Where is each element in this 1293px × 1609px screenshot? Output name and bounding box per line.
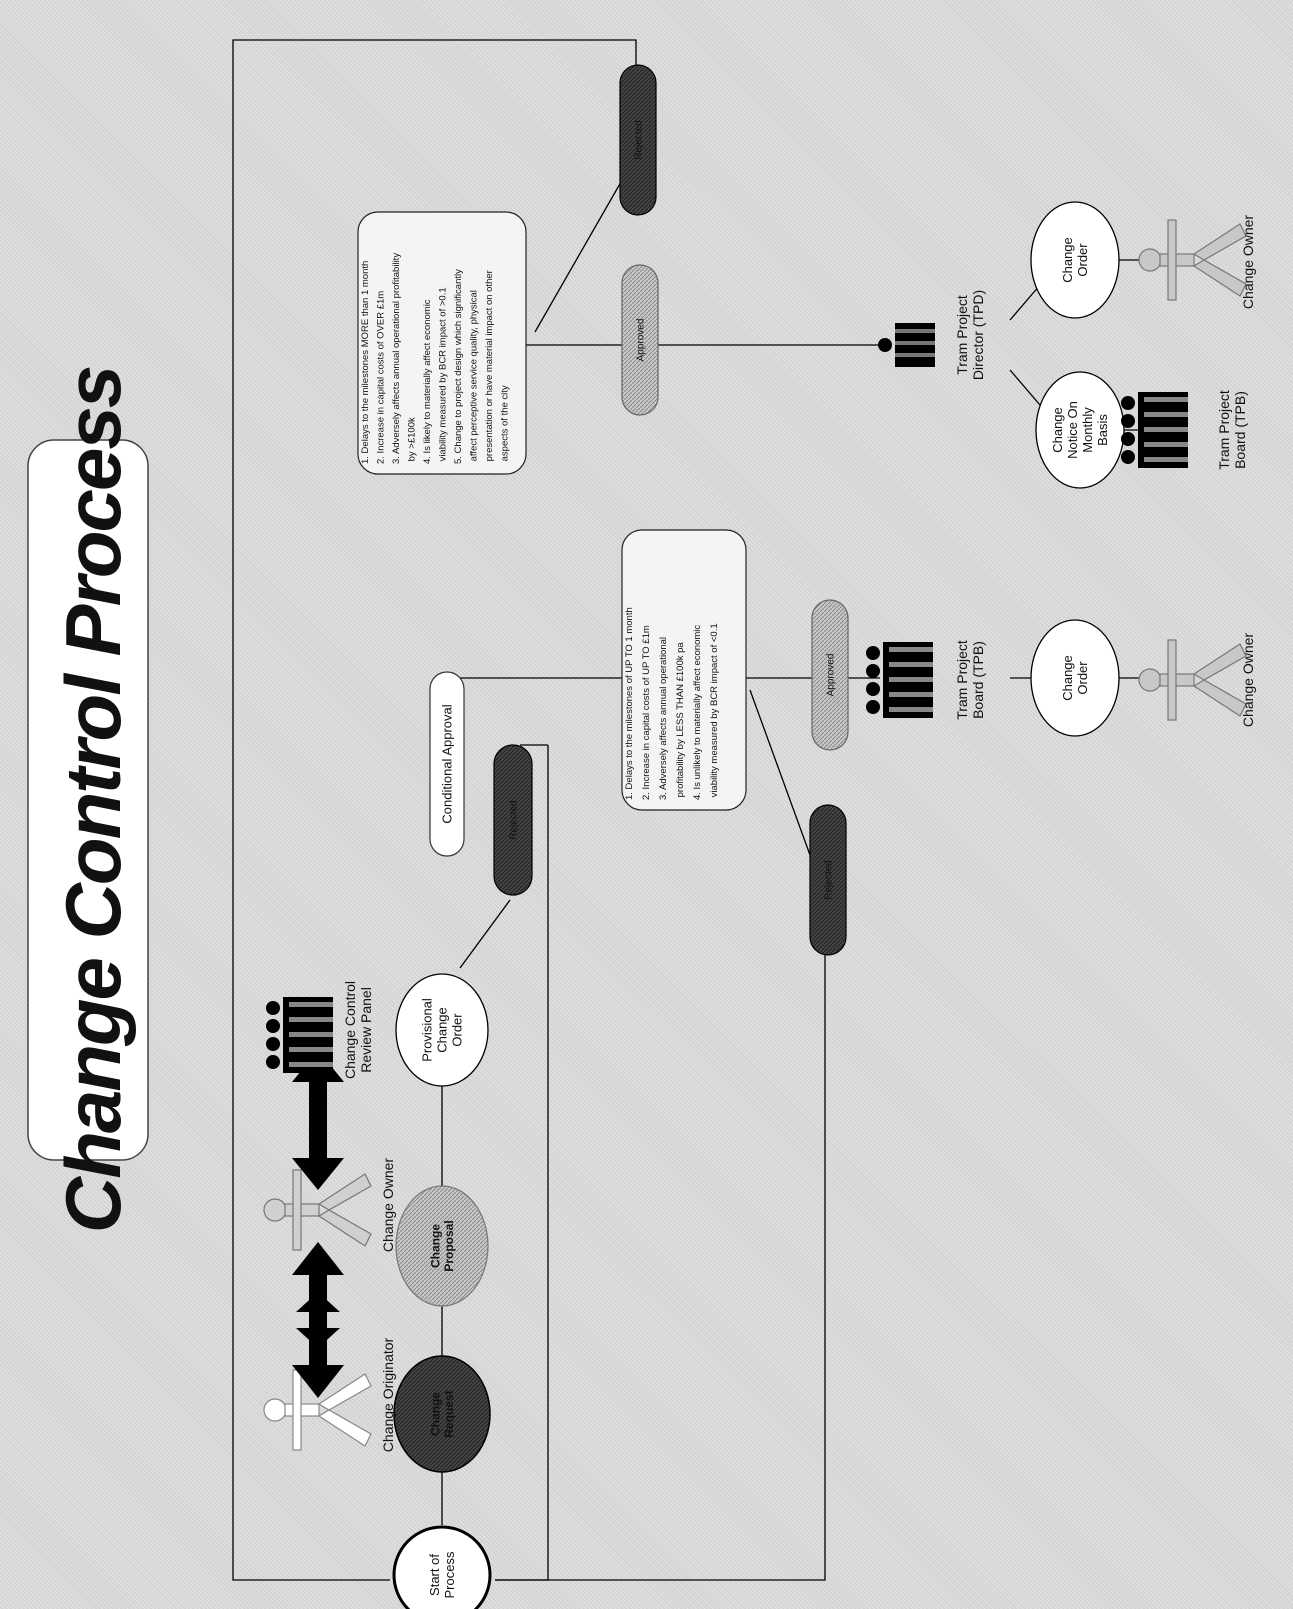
actor-label-tram-project-director: Tram ProjectDirector (TPD) — [954, 290, 986, 380]
criteria-box-tpd: 1. Delays to the milestones MORE than 1 … — [357, 211, 527, 475]
change-notice-node: ChangeNotice OnMonthlyBasis — [1035, 371, 1125, 489]
svg-text:ChangeProposal: ChangeProposal — [428, 1220, 456, 1271]
svg-text:Change Originator: Change Originator — [380, 1337, 396, 1452]
rejected-pill-2: Rejected — [809, 804, 847, 956]
actor-label-change-owner-top: Change Owner — [380, 1158, 396, 1253]
change-order-node-tpd: ChangeOrder — [1030, 201, 1120, 319]
person-icon-change-owner-2 — [1138, 219, 1247, 301]
svg-text:Rejected: Rejected — [634, 120, 645, 159]
criteria-line: 2. Increase in capital costs of OVER £1m — [376, 291, 387, 464]
svg-text:Approved: Approved — [636, 319, 647, 362]
criteria-line: aspects of the city — [500, 385, 511, 464]
start-node: Start ofProcess — [392, 1525, 492, 1609]
change-order-label-tpb: ChangeOrder — [1060, 655, 1090, 701]
change-order-node-tpb: ChangeOrder — [1030, 619, 1120, 737]
actor-label-review-panel: Change ControlReview Panel — [342, 981, 374, 1079]
provisional-change-order-label: ProvisionalChangeOrder — [420, 998, 465, 1062]
actor-label-change-owner-1: Change Owner — [1240, 633, 1256, 728]
criteria-line: presentation or have material impact on … — [484, 270, 495, 464]
svg-text:Change ControlReview Panel: Change ControlReview Panel — [342, 981, 374, 1079]
actor-label-change-originator: Change Originator — [380, 1337, 396, 1452]
criteria-line: 3. Adversely affects annual operational — [658, 637, 669, 800]
group-icon-tram-project-board-1 — [866, 642, 933, 718]
criteria-line: by >£100k — [407, 417, 418, 464]
criteria-line: 4. Is unlikely to materially affect econ… — [692, 625, 703, 800]
svg-text:1. Delays to the milestones MO: 1. Delays to the milestones MORE than 1 … — [360, 253, 511, 464]
svg-text:Rejected: Rejected — [509, 800, 520, 839]
svg-text:Tram ProjectDirector (TPD): Tram ProjectDirector (TPD) — [954, 290, 986, 380]
svg-text:Tram ProjectBoard (TPB): Tram ProjectBoard (TPB) — [1216, 390, 1248, 470]
criteria-line: 2. Increase in capital costs of UP TO £1… — [641, 625, 652, 800]
svg-text:Rejected: Rejected — [824, 860, 835, 899]
approved-pill-1: Approved — [811, 599, 849, 751]
approved-label-2: Approved — [636, 319, 647, 362]
conditional-approval-label: Conditional Approval — [440, 704, 455, 823]
change-proposal-label: ChangeProposal — [428, 1220, 456, 1271]
group-icon-review-panel — [266, 997, 333, 1073]
criteria-line: 4. Is likely to materially affect econom… — [422, 299, 433, 464]
criteria-line: viability measured by BCR impact of >0.1 — [438, 287, 449, 464]
conditional-approval-pill: Conditional Approval — [429, 671, 465, 857]
provisional-change-order-node: ProvisionalChangeOrder — [395, 973, 489, 1087]
page-title: Change Control Process — [49, 367, 137, 1233]
person-icon-change-owner-1 — [1138, 639, 1247, 721]
approved-label-1: Approved — [826, 654, 837, 697]
change-request-label: ChangeRequest — [428, 1390, 456, 1437]
rejected-pill-3: Rejected — [619, 64, 657, 216]
actor-label-tram-project-board-2: Tram ProjectBoard (TPB) — [1216, 390, 1248, 470]
person-icon-change-owner-top — [263, 1169, 372, 1251]
change-request-node: ChangeRequest — [393, 1355, 491, 1473]
person-icon-tram-project-director — [878, 323, 935, 367]
change-notice-label: ChangeNotice OnMonthlyBasis — [1050, 401, 1110, 459]
svg-text:Change Owner: Change Owner — [1240, 215, 1256, 310]
svg-text:ChangeOrder: ChangeOrder — [1060, 237, 1090, 283]
svg-text:ChangeNotice OnMonthlyBasis: ChangeNotice OnMonthlyBasis — [1050, 401, 1110, 459]
svg-text:ProvisionalChangeOrder: ProvisionalChangeOrder — [420, 998, 465, 1062]
actor-label-tram-project-board-1: Tram ProjectBoard (TPB) — [954, 640, 986, 720]
title-box: Change Control Process — [27, 367, 149, 1233]
svg-text:Start ofProcess: Start ofProcess — [427, 1551, 457, 1598]
svg-text:Change Owner: Change Owner — [1240, 633, 1256, 728]
criteria-line: affect perceptive service quality, physi… — [469, 290, 480, 464]
rejected-label-1: Rejected — [509, 800, 520, 839]
rejected-pill-1: Rejected — [493, 744, 533, 896]
criteria-line: 1. Delays to the milestones of UP TO 1 m… — [624, 607, 635, 800]
start-label: Start ofProcess — [427, 1551, 457, 1598]
person-icon-change-originator — [263, 1369, 372, 1451]
svg-text:1. Delays to the milestones of: 1. Delays to the milestones of UP TO 1 m… — [624, 607, 720, 800]
approved-pill-2: Approved — [621, 264, 659, 416]
group-icon-tram-project-board-2 — [1121, 392, 1188, 468]
svg-text:Tram ProjectBoard (TPB): Tram ProjectBoard (TPB) — [954, 640, 986, 720]
criteria-line: 3. Adversely affects annual operational … — [391, 253, 402, 464]
criteria-line: profitability by LESS THAN £100k pa — [675, 642, 686, 800]
svg-text:Conditional Approval: Conditional Approval — [440, 704, 455, 823]
svg-text:Approved: Approved — [826, 654, 837, 697]
criteria-line: viability measured by BCR impact of <0.1 — [709, 623, 720, 800]
svg-text:ChangeOrder: ChangeOrder — [1060, 655, 1090, 701]
double-arrow-icon-1 — [292, 1242, 344, 1398]
change-order-label-tpd: ChangeOrder — [1060, 237, 1090, 283]
change-proposal-node: ChangeProposal — [395, 1185, 489, 1307]
criteria-box-tpb: 1. Delays to the milestones of UP TO 1 m… — [621, 529, 747, 811]
criteria-line: 1. Delays to the milestones MORE than 1 … — [360, 261, 371, 464]
rejected-label-3: Rejected — [634, 120, 645, 159]
criteria-line: 5. Change to project design which signif… — [453, 269, 464, 464]
svg-text:ChangeRequest: ChangeRequest — [428, 1390, 456, 1437]
svg-text:Change Owner: Change Owner — [380, 1158, 396, 1253]
actor-label-change-owner-2: Change Owner — [1240, 215, 1256, 310]
rejected-label-2: Rejected — [824, 860, 835, 899]
